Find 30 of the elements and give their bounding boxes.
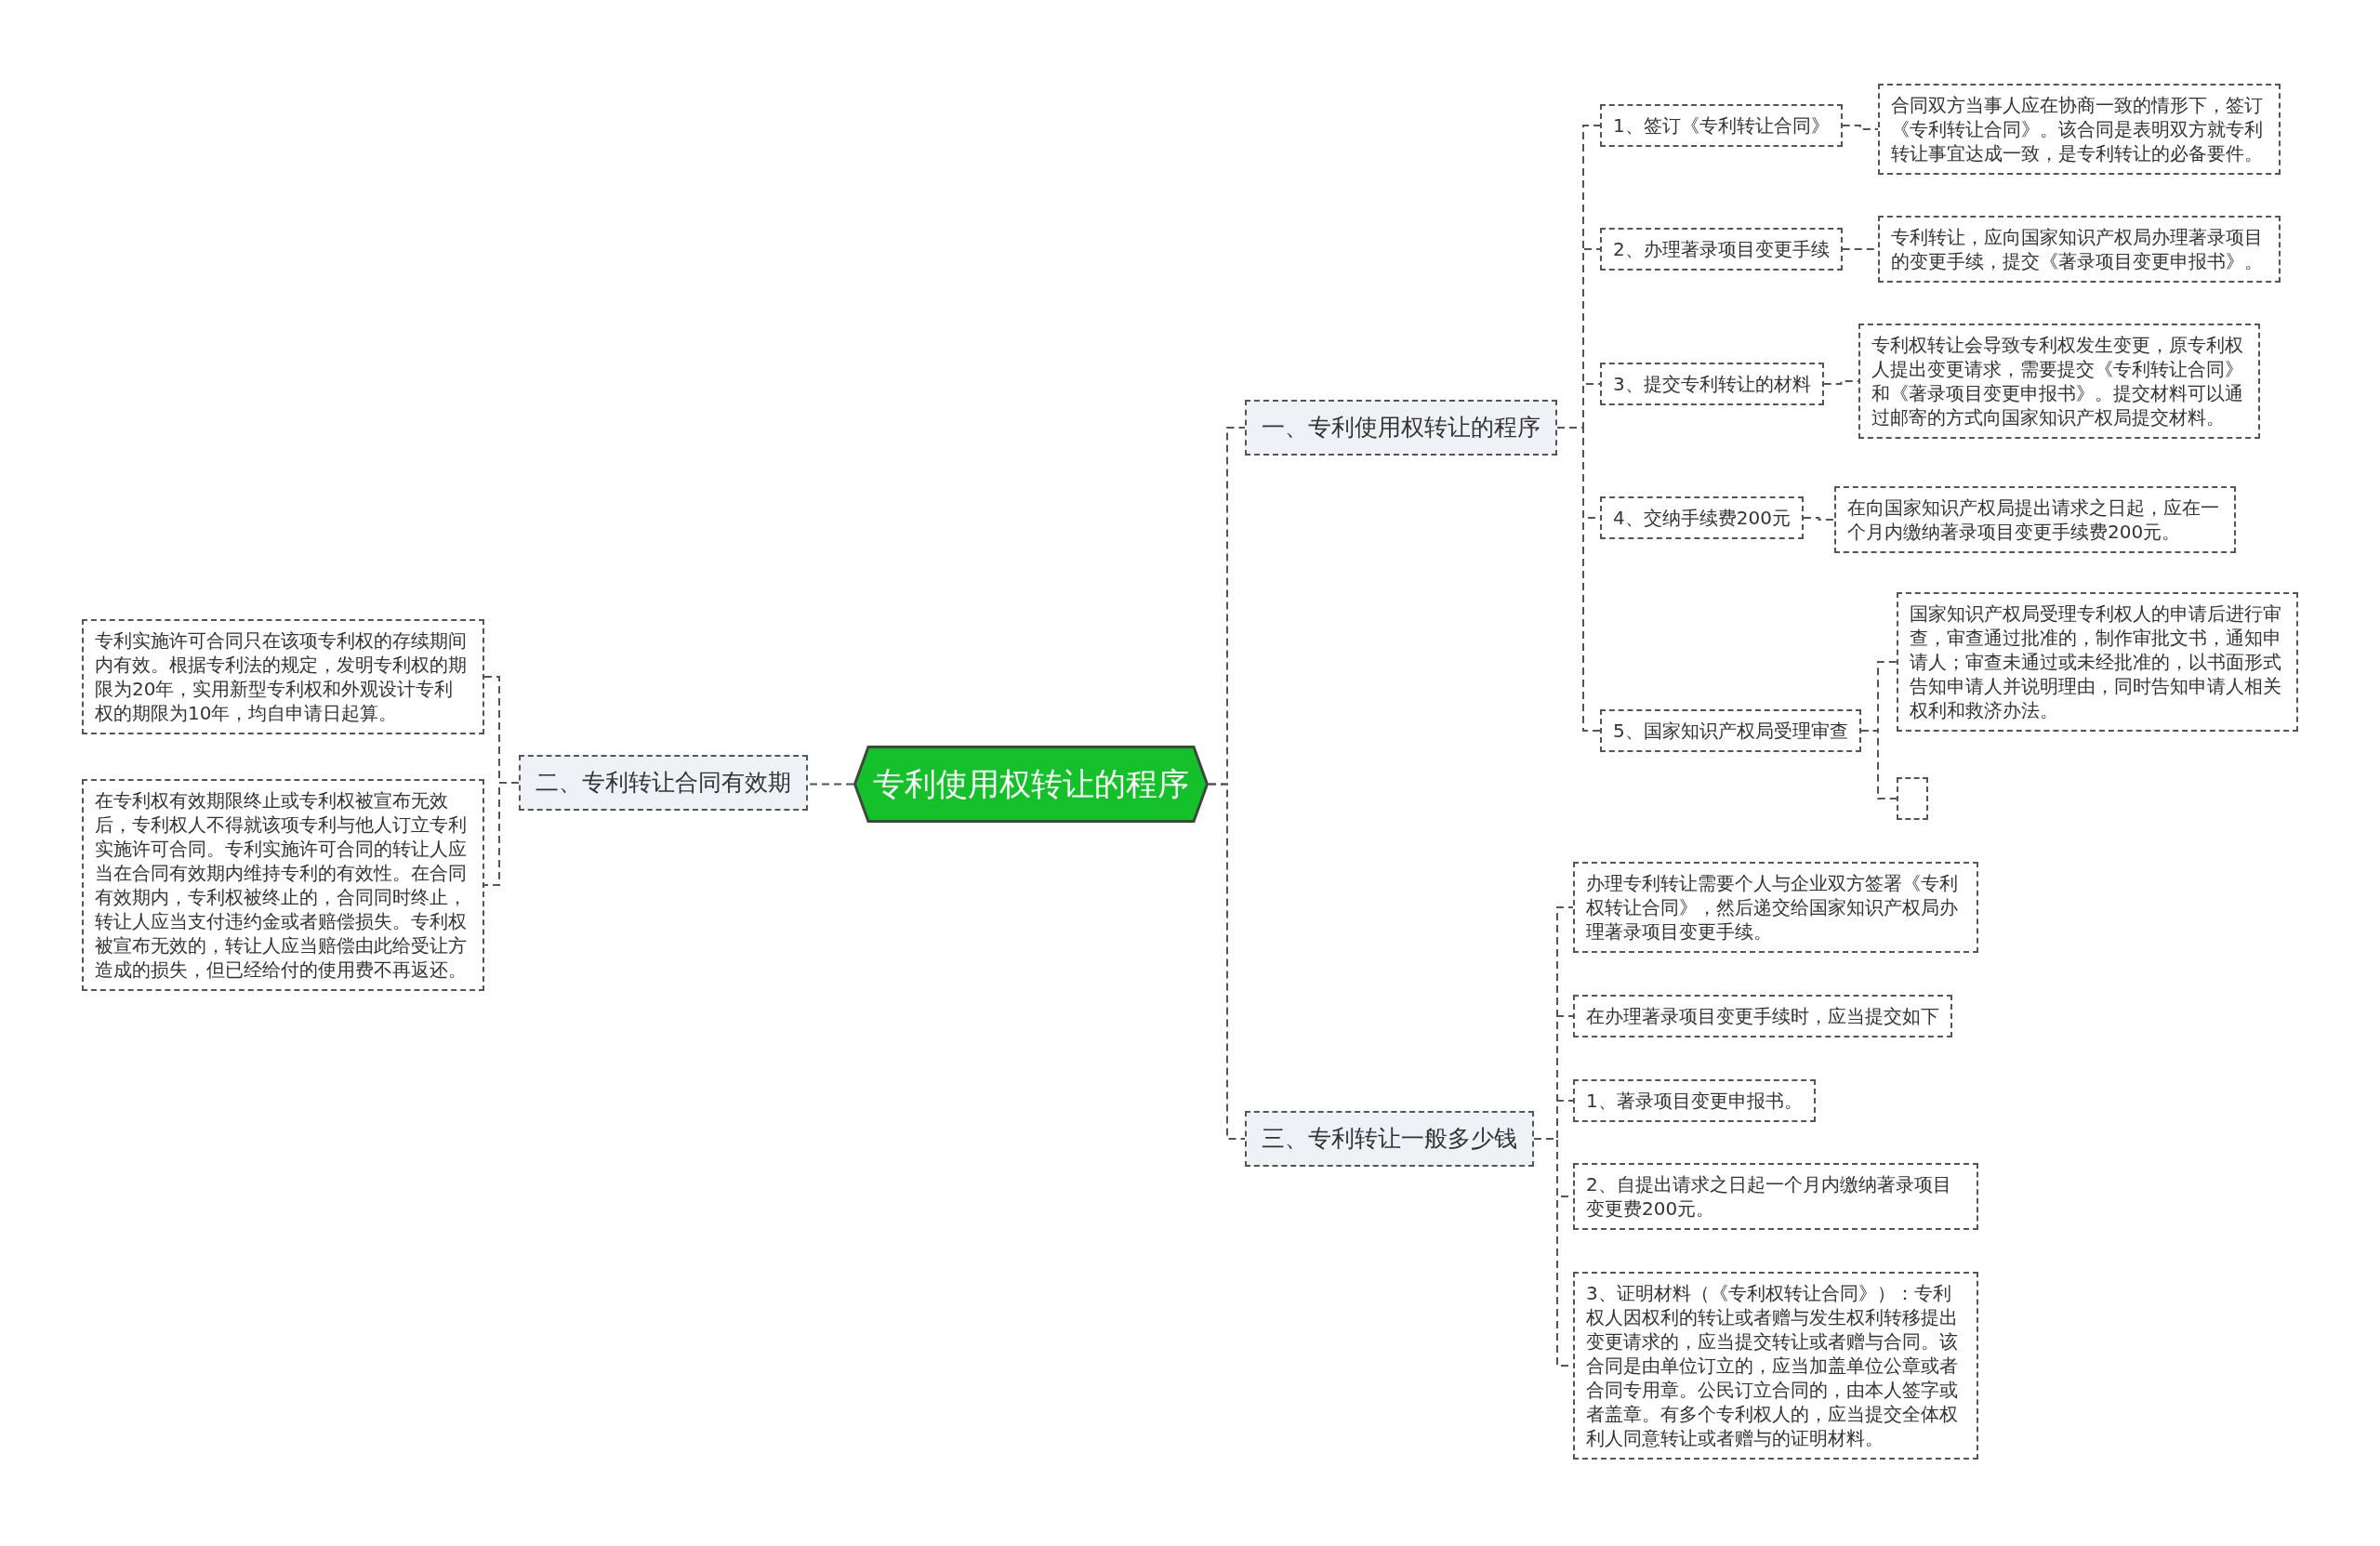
subtopic-box: 专利权转让会导致专利权发生变更，原专利权人提出变更请求，需要提交《专利转让合同》和《著录项目变更申报书》。提交材料可以通过邮寄的方式向国家知识产权局提交材料。 [1858, 324, 2260, 439]
topic-box: 三、专利转让一般多少钱 [1245, 1111, 1534, 1167]
subtopic-box: 合同双方当事人应在协商一致的情形下，签订《专利转让合同》。该合同是表明双方就专利转让事宜达成一致，是专利转让的必备要件。 [1878, 84, 2281, 175]
topic-box: 一、专利使用权转让的程序 [1245, 400, 1557, 456]
connector-line [1802, 517, 1835, 521]
connector-line [1841, 125, 1879, 130]
connector-line [1208, 783, 1246, 1140]
subtopic-box: 5、国家知识产权局受理审查 [1600, 709, 1861, 752]
subtopic-box: 2、自提出请求之日起一个月内缴纳著录项目变更费200元。 [1573, 1163, 1978, 1230]
subtopic-box: 2、办理著录项目变更手续 [1600, 228, 1843, 271]
connector-line [1859, 730, 1897, 799]
topic-box: 二、专利转让合同有效期 [519, 755, 808, 811]
subtopic-box: 国家知识产权局受理专利权人的申请后进行审查，审查通过批准的，制作审批文书，通知申请人；审查未通过或未经批准的，以书面形式告知申请人并说明理由，同时告知申请人相关权利和救济办法。 [1897, 592, 2298, 732]
subtopic-box: 专利转让，应向国家知识产权局办理著录项目的变更手续，提交《著录项目变更申报书》。 [1878, 216, 2281, 283]
subtopic-box: 1、著录项目变更申报书。 [1573, 1079, 1816, 1122]
connector-line [1556, 427, 1601, 732]
subtopic-box: 4、交纳手续费200元 [1600, 496, 1804, 539]
subtopic-box: 在向国家知识产权局提出请求之日起，应在一个月内缴纳著录项目变更手续费200元。 [1834, 486, 2236, 553]
subtopic-box: 在办理著录项目变更手续时，应当提交如下 [1573, 995, 1952, 1037]
subtopic-box: 专利实施许可合同只在该项专利权的存续期间内有效。根据专利法的规定，发明专利权的期限为20年，实用新型专利权和外观设计专利权的期限为10年，均自申请日起算。 [82, 619, 484, 734]
empty-box [1897, 777, 1928, 820]
connector-line [807, 783, 854, 786]
subtopic-box: 3、证明材料（《专利权转让合同》）：专利权人因权利的转让或者赠与发生权利转移提出变更请求的，应当提交转让或者赠与合同。该合同是由单位订立的，应当加盖单位公章或者合同专用章。公民订立合同的，由本人签字或者盖章。有多个专利权人的，应当提交全体权利人同意转让或者赠与的证明材料。 [1573, 1272, 1978, 1460]
subtopic-box: 在专利权有效期限终止或专利权被宣布无效后，专利权人不得就该项专利与他人订立专利实施许可合同。专利实施许可合同的转让人应当在合同有效期内维持专利的有效性。在合同有效期内，专利权被终止的，合同同时终止，转让人应当支付违约金或者赔偿损失。专利权被宣布无效的，转让人应当赔偿由此给受让方造成的损失，但已经给付的使用费不再返还。 [82, 779, 484, 991]
central-topic-hexagon: 专利使用权转让的程序 [853, 746, 1209, 823]
connector-line [483, 782, 520, 886]
subtopic-box: 1、签订《专利转让合同》 [1600, 104, 1843, 147]
subtopic-box: 办理专利转让需要个人与企业双方签署《专利权转让合同》，然后递交给国家知识产权局办理著录项目变更手续。 [1573, 862, 1978, 953]
subtopic-box: 3、提交专利转让的材料 [1600, 363, 1824, 405]
connector-line [1822, 380, 1859, 385]
